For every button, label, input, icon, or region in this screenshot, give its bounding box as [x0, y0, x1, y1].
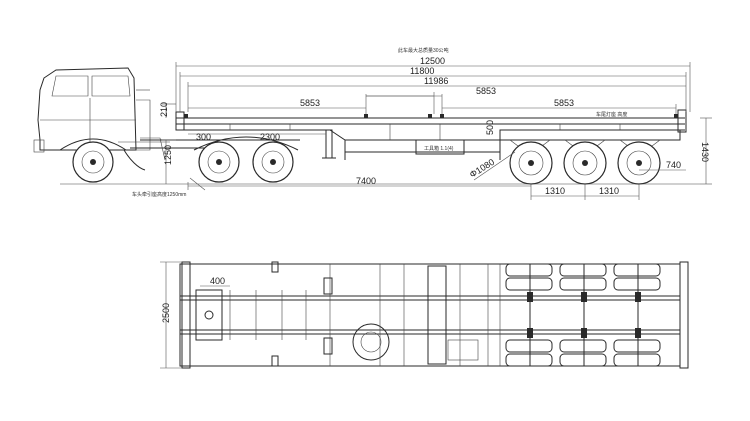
- top-view: 400 2500: [160, 261, 689, 369]
- top-axles: [529, 264, 639, 366]
- front-headboard: [181, 261, 191, 369]
- dim-mid-lock-span: 5853: [476, 86, 496, 96]
- coupling-leader: [189, 177, 206, 191]
- dim-headboard-height: 210: [159, 102, 169, 117]
- bottom-dimensions: [187, 182, 640, 200]
- rear-fender: [193, 136, 299, 151]
- toolbox-label: 工具箱 1.1(4): [424, 145, 454, 152]
- dim-wheel-diameter: Φ1080: [468, 157, 496, 180]
- wheel-diameter-leader: [473, 151, 516, 181]
- kingpin: [204, 310, 214, 320]
- dim-axle-spacing-1: 1310: [545, 186, 565, 196]
- rear-lights-label: 车尾灯座 高度: [596, 111, 627, 118]
- top-toolbox: [427, 265, 447, 365]
- dim-front-lock-span: 5853: [300, 98, 320, 108]
- top-wheels: [505, 263, 661, 367]
- front-fender: [59, 138, 127, 151]
- dim-rear-lock-span: 5853: [554, 98, 574, 108]
- dim-frame-depth: 500: [485, 120, 495, 135]
- landing-gear: [322, 129, 336, 159]
- dim-overall-width: 2500: [161, 303, 171, 323]
- dim-kingpin-rear: 11986: [424, 76, 448, 86]
- twist-locks: [184, 114, 678, 118]
- side-view: 工具箱 1.1(4): [33, 47, 712, 200]
- kingpin-plate: [195, 289, 223, 341]
- left-vertical-dimensions: [162, 103, 176, 184]
- dim-axle-spacing-2: 1310: [599, 186, 619, 196]
- trailer-wheel-1: [509, 141, 553, 185]
- tractor-cab: [33, 67, 215, 171]
- top-cross-members: [229, 264, 501, 366]
- toolbox: [415, 139, 465, 155]
- dim-kingpin-offset: 300: [196, 132, 211, 142]
- tractor-drive-wheel-1: [198, 141, 240, 183]
- total-weight-note: 此车最大总质量30公吨: [398, 47, 449, 54]
- tractor-coupling-label: 车头牵引座高度1250mm: [132, 191, 186, 198]
- spare-tire: [352, 323, 390, 361]
- dim-kingpin-to-axle: 7400: [356, 176, 376, 186]
- trailer-wheel-2: [563, 141, 607, 185]
- overall-width-dimension: [160, 261, 182, 369]
- dim-overall-length: 12500: [420, 56, 445, 66]
- deck-height-dimension: [700, 117, 712, 185]
- tractor-drive-wheel-2: [252, 141, 294, 183]
- dim-frame-length: 11800: [410, 66, 434, 76]
- dim-kingpin-width: 400: [210, 276, 225, 286]
- top-dimensions: [175, 62, 691, 114]
- trailer-wheel-3: [617, 141, 661, 185]
- dim-landing-gear: 2300: [260, 132, 280, 142]
- dim-coupling-height: 1250: [163, 145, 173, 165]
- dim-rear-overhang: 740: [666, 160, 681, 170]
- rear-bumper: [679, 261, 689, 369]
- tractor-front-wheel: [72, 141, 114, 183]
- dim-deck-height: 1430: [700, 142, 710, 162]
- top-suspension: [527, 292, 641, 338]
